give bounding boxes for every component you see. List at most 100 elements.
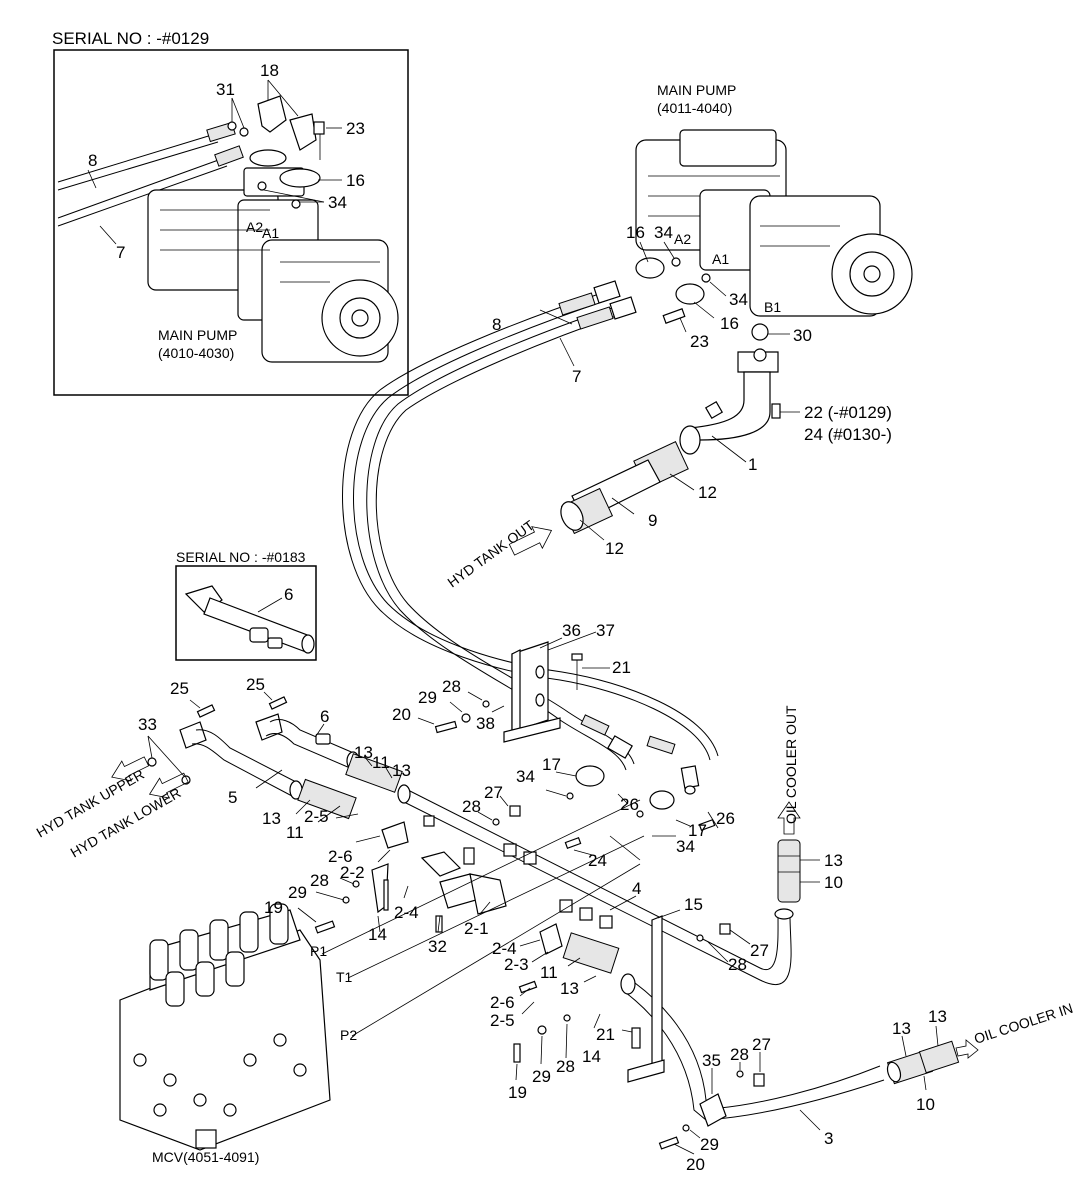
callout-13: 13 xyxy=(824,851,843,870)
inset-serial-label: SERIAL NO : -#0129 xyxy=(52,29,209,48)
oil-cooler-out-hose xyxy=(777,801,801,903)
callout-8: 8 xyxy=(492,315,501,334)
inset-mid-serial-label: SERIAL NO : -#0183 xyxy=(176,549,306,565)
callout-2-4: 2-4 xyxy=(492,939,517,958)
inset-callout-23: 23 xyxy=(346,119,365,138)
callout-30: 30 xyxy=(793,326,812,345)
callout-2-6: 2-6 xyxy=(490,993,515,1012)
callout-10: 10 xyxy=(916,1095,935,1114)
inset-serial-0183: SERIAL NO : -#0183 6 xyxy=(175,549,317,661)
bracket-36 xyxy=(503,641,583,743)
callout-16: 16 xyxy=(720,314,739,333)
main-pump-port-b1: B1 xyxy=(764,299,781,315)
callout-32: 32 xyxy=(428,937,447,956)
callout-3: 3 xyxy=(824,1129,833,1148)
pipe-2-4-assembly xyxy=(371,784,794,986)
callout-25: 25 xyxy=(246,675,265,694)
pipe-3 xyxy=(620,915,960,1127)
callout-7: 7 xyxy=(572,367,581,386)
callout-17: 17 xyxy=(542,755,561,774)
leader-lines xyxy=(147,241,939,1155)
callout-27: 27 xyxy=(484,783,503,802)
callout-17: 17 xyxy=(688,821,707,840)
callout-2-6: 2-6 xyxy=(328,847,353,866)
callout-11: 11 xyxy=(540,963,558,982)
inset-callout-31: 31 xyxy=(216,80,235,99)
callout-14: 14 xyxy=(582,1047,601,1066)
callout-34: 34 xyxy=(516,767,535,786)
callout-34: 34 xyxy=(654,223,673,242)
hoses-7-8 xyxy=(342,280,719,789)
callout-28: 28 xyxy=(462,797,481,816)
callout-9: 9 xyxy=(648,511,657,530)
inset-callout-8: 8 xyxy=(88,151,97,170)
inset-callout-7: 7 xyxy=(116,243,125,262)
callout-24: 24 (#0130-) xyxy=(804,425,892,444)
callout-12: 12 xyxy=(605,539,624,558)
callout-2-3: 2-3 xyxy=(504,955,529,974)
callout-13: 13 xyxy=(354,743,373,762)
inset-callout-34: 34 xyxy=(328,193,347,212)
callout-28: 28 xyxy=(310,871,329,890)
callout-28: 28 xyxy=(556,1057,575,1076)
callout-20: 20 xyxy=(686,1155,705,1174)
callout-19: 19 xyxy=(508,1083,527,1102)
callout-2-5: 2-5 xyxy=(490,1011,515,1030)
callout-13: 13 xyxy=(262,809,281,828)
callout-2-2: 2-2 xyxy=(340,863,365,882)
inset-callout-18: 18 xyxy=(260,61,279,80)
callout-11: 11 xyxy=(372,753,390,772)
callout-29: 29 xyxy=(700,1135,719,1154)
callout-13: 13 xyxy=(892,1019,911,1038)
callout-10: 10 xyxy=(824,873,843,892)
inset-pump-range: (4010-4030) xyxy=(158,345,234,361)
callout-26: 26 xyxy=(716,809,735,828)
mcv-name: MCV(4051-4091) xyxy=(152,1149,259,1165)
inset-port-a2: A2 xyxy=(246,219,263,235)
hyd-tank-lower-label: HYD TANK LOWER xyxy=(68,784,184,860)
main-pump-range: (4011-4040) xyxy=(657,100,732,116)
callout-2-5: 2-5 xyxy=(304,807,329,826)
main-pump-icon xyxy=(635,129,913,317)
callout-13: 13 xyxy=(928,1007,947,1026)
callout-6: 6 xyxy=(320,707,329,726)
hyd-tank-lower-arrow xyxy=(148,772,189,799)
inset-main-pump-icon xyxy=(147,167,399,363)
callout-2-4: 2-4 xyxy=(394,903,419,922)
inset-mid-callout-6: 6 xyxy=(284,585,293,604)
hyd-tank-out-label: HYD TANK OUT xyxy=(444,517,537,591)
fasteners xyxy=(196,696,765,1150)
callout-37: 37 xyxy=(596,621,615,640)
callout-22: 22 (-#0129) xyxy=(804,403,892,422)
oil-cooler-out-label: OIL COOLER OUT xyxy=(783,705,799,824)
inset-callout-16: 16 xyxy=(346,171,365,190)
callout-15: 15 xyxy=(684,895,703,914)
inset-pump-name: MAIN PUMP xyxy=(158,327,237,343)
callout-20: 20 xyxy=(392,705,411,724)
main-pump-port-a1: A1 xyxy=(712,251,729,267)
callout-28: 28 xyxy=(728,955,747,974)
hyd-tank-upper-arrow xyxy=(111,756,150,782)
suction-pipe xyxy=(560,348,781,535)
callout-28: 28 xyxy=(442,677,461,696)
oil-cooler-in-label: OIL COOLER IN xyxy=(972,1000,1075,1047)
callout-5: 5 xyxy=(228,788,237,807)
callout-24: 24 xyxy=(588,851,607,870)
callout-28: 28 xyxy=(730,1045,749,1064)
callout-33: 33 xyxy=(138,715,157,734)
callout-27: 27 xyxy=(750,941,769,960)
mcv-valve-icon xyxy=(119,903,331,1151)
callout-23: 23 xyxy=(690,332,709,351)
hyd-tank-out-arrow xyxy=(508,526,553,556)
oil-cooler-in-arrow xyxy=(955,1039,979,1059)
callout-29: 29 xyxy=(418,688,437,707)
callout-1: 1 xyxy=(748,455,757,474)
inset-port-a1: A1 xyxy=(262,225,279,241)
callout-13: 13 xyxy=(560,979,579,998)
callout-29: 29 xyxy=(288,883,307,902)
callout-25: 25 xyxy=(170,679,189,698)
callout-14: 14 xyxy=(368,925,387,944)
mcv-port-p1: P1 xyxy=(310,943,327,959)
callout-21: 21 xyxy=(612,658,631,677)
